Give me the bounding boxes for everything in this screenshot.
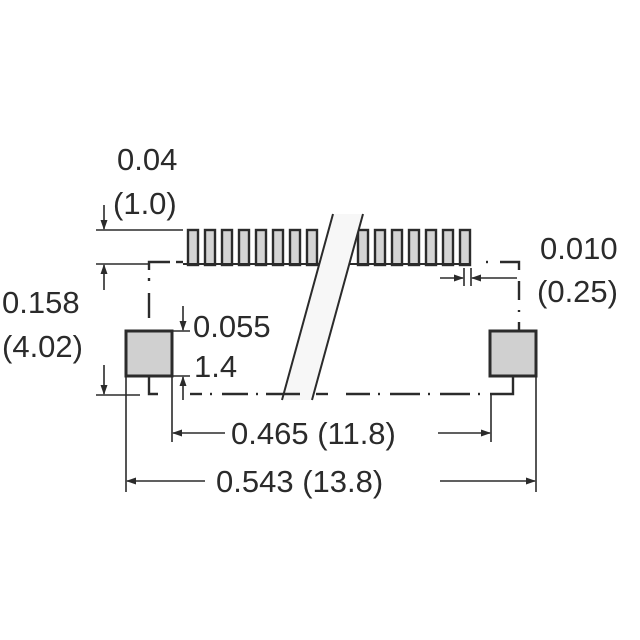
pin-height-mm: (1.0): [113, 186, 177, 221]
dim-pin-height: [96, 205, 183, 290]
connector-pin: [186, 228, 200, 267]
connector-pin: [203, 228, 217, 267]
dim-pin-gap: [440, 268, 517, 286]
connector-pin: [220, 228, 234, 267]
pad-height-mm: 1.4: [194, 349, 237, 384]
pin-height-inch: 0.04: [117, 142, 177, 177]
overall-height-inch: 0.158: [2, 285, 80, 320]
overall-width-label: 0.543 (13.8): [216, 464, 383, 499]
connector-pin: [237, 228, 251, 267]
connector-pin: [407, 228, 421, 267]
connector-pin: [271, 228, 285, 267]
pin-gap-inch: 0.010: [540, 231, 618, 266]
pin-gap-mm: (0.25): [537, 274, 618, 309]
connector-pin: [356, 228, 370, 267]
dim-overall-height: [96, 365, 140, 396]
connector-pin: [288, 228, 302, 267]
dim-overall-width: [125, 376, 537, 492]
right-mounting-pad: [488, 329, 538, 378]
left-mounting-pad: [124, 329, 174, 378]
connector-pin: [441, 228, 455, 267]
connector-pin: [305, 228, 319, 267]
pad-height-inch: 0.055: [193, 309, 271, 344]
connector-pin: [373, 228, 387, 267]
connector-pin: [424, 228, 438, 267]
overall-height-mm: (4.02): [2, 329, 83, 364]
break-symbol: [281, 213, 364, 401]
connector-pin: [458, 228, 472, 267]
mounting-pads: [124, 329, 538, 378]
connector-pin: [254, 228, 268, 267]
pad-spacing-label: 0.465 (11.8): [231, 416, 396, 451]
dim-pad-height: [172, 306, 190, 400]
connector-pin: [390, 228, 404, 267]
pin-row: [186, 228, 472, 267]
dim-pad-spacing: [171, 376, 492, 442]
